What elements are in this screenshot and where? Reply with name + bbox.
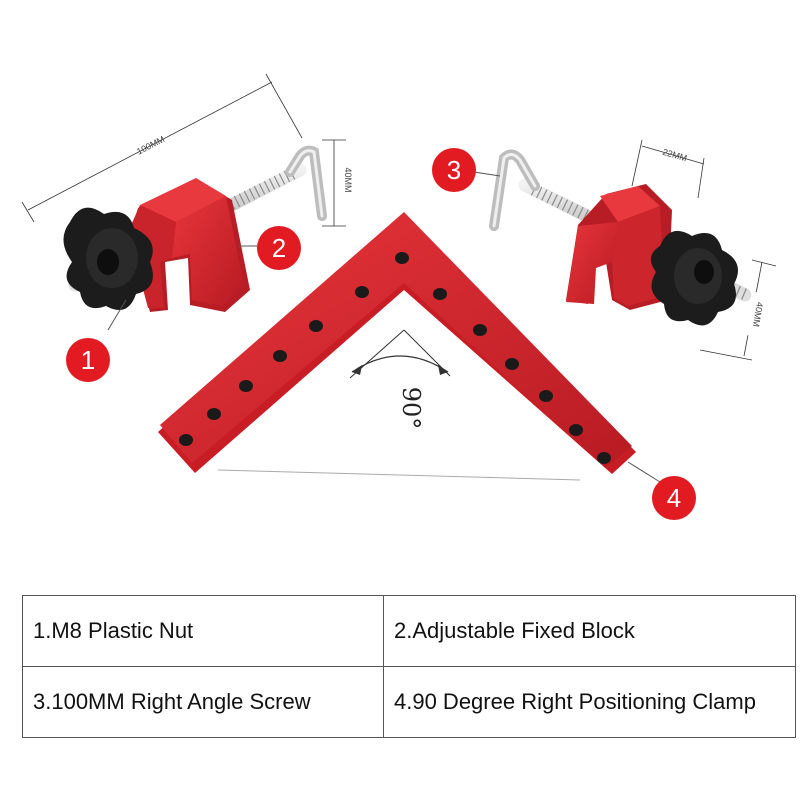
thread-mark (572, 204, 579, 216)
legend-row: 3.100MM Right Angle Screw 4.90 Degree Ri… (22, 666, 796, 738)
legend-cell-part-3: 3.100MM Right Angle Screw (22, 666, 384, 738)
square-hole (539, 390, 553, 402)
product-illustration: 90° 100MM (21, 73, 777, 520)
square-hole (355, 286, 369, 298)
callout-2-label: 2 (272, 233, 286, 263)
thread-mark (561, 199, 569, 211)
square-hole (395, 252, 409, 264)
callout-4: 4 (627, 461, 696, 520)
legend-cell-part-4: 4.90 Degree Right Positioning Clamp (383, 666, 796, 738)
right-height-label: 40MM (751, 301, 765, 327)
thread-mark (238, 193, 246, 205)
thread-mark (243, 190, 251, 203)
left-height-label: 40MM (343, 167, 353, 192)
thread-mark (253, 185, 261, 198)
square-hole (505, 358, 519, 370)
left-height-dimension: 40MM (322, 139, 353, 227)
legend-cell-part-2: 2.Adjustable Fixed Block (383, 595, 796, 667)
thread-mark (577, 206, 584, 219)
angle-marker: 90° (349, 329, 451, 430)
legend-row: 1.M8 Plastic Nut 2.Adjustable Fixed Bloc… (22, 595, 796, 667)
left-width-label: 100MM (135, 134, 166, 157)
square-hole (433, 288, 447, 300)
thread-mark (556, 196, 563, 209)
callout-1-label: 1 (81, 345, 95, 375)
square-hole (207, 408, 221, 420)
thread-mark (741, 288, 747, 300)
square-hole (569, 424, 583, 436)
left-plastic-nut (63, 207, 153, 310)
left-fixed-block (128, 178, 250, 312)
square-hole (597, 452, 611, 464)
callout-4-label: 4 (667, 483, 681, 513)
corner-relief-notch (396, 292, 412, 312)
legend-cell-part-1: 1.M8 Plastic Nut (22, 595, 384, 667)
callout-3-label: 3 (447, 155, 461, 185)
thread-mark (273, 175, 281, 188)
thread-mark (268, 178, 276, 190)
right-plastic-nut (650, 230, 738, 326)
angle-label: 90° (397, 387, 425, 430)
square-hole (473, 324, 487, 336)
angle-square-face (160, 212, 632, 468)
thread-mark (233, 195, 241, 208)
right-width-label: 22MM (661, 147, 688, 164)
square-hole (309, 320, 323, 332)
right-clamp: 22MM 40MM (489, 139, 777, 361)
thread-mark (541, 189, 548, 201)
square-hole (273, 350, 287, 362)
thread-mark (263, 180, 271, 193)
callout-1: 1 (66, 299, 127, 382)
thread-mark (546, 191, 553, 204)
thread-mark (248, 188, 256, 200)
dimension-guide-line (217, 469, 581, 481)
thread-mark (551, 194, 558, 206)
square-holes (179, 252, 611, 464)
left-clamp: 100MM 40MM (21, 73, 353, 312)
product-figure: 90° 100MM (21, 73, 777, 520)
right-height-dimension: 40MM (699, 259, 777, 361)
thread-mark (735, 285, 741, 298)
thread-mark (536, 186, 543, 199)
parts-legend-table: 1.M8 Plastic Nut 2.Adjustable Fixed Bloc… (22, 595, 796, 738)
right-fixed-block (566, 184, 672, 310)
thread-mark (567, 201, 574, 214)
callout-2: 2 (238, 226, 301, 270)
square-hole (239, 380, 253, 392)
square-hole (179, 434, 193, 446)
angle-arc (351, 355, 449, 373)
thread-mark (258, 183, 266, 195)
angle-square (158, 212, 636, 474)
callout-3: 3 (432, 148, 501, 192)
thread-mark (278, 173, 286, 185)
